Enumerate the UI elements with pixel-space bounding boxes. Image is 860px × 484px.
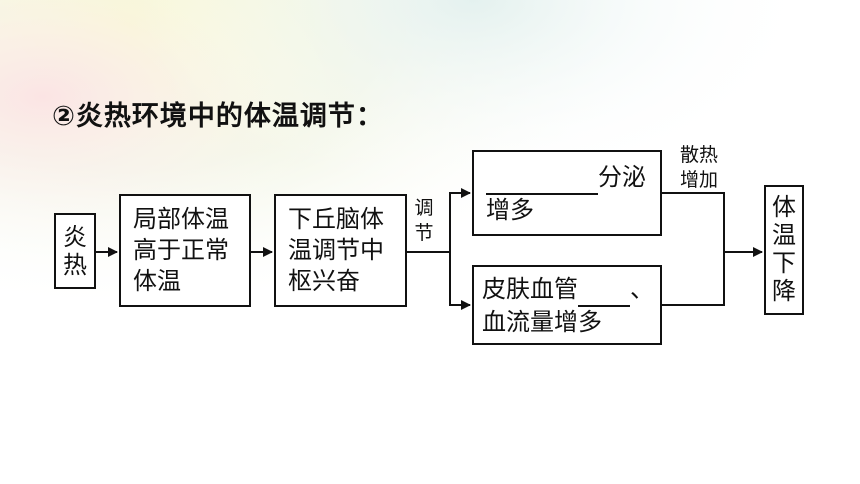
result-char-4: 降: [772, 277, 796, 305]
skin-vessel-text: 皮肤血管: [482, 275, 578, 303]
hypothalamus-line-3: 枢兴奋: [288, 267, 360, 295]
stimulus-char-1: 炎: [63, 223, 87, 251]
local-temperature-box: 局部体温 高于正常 体温: [119, 194, 251, 307]
stimulus-box: 炎 热: [54, 213, 96, 289]
heat-loss-line-2: 增加: [679, 169, 718, 191]
page-title: ②炎热环境中的体温调节：: [52, 101, 384, 132]
arrow-to-sweat: [449, 188, 471, 252]
arrow-to-skin: [449, 252, 471, 310]
result-box: 体 温 下 降: [764, 185, 804, 315]
result-char-2: 温: [772, 221, 796, 249]
skin-comma: 、: [630, 275, 654, 303]
local-temp-line-2: 高于正常: [133, 236, 229, 264]
skin-vessel-box: 皮肤血管 、 血流量增多: [472, 265, 662, 345]
regulate-char-2: 节: [414, 222, 434, 244]
hypothalamus-box: 下丘脑体 温调节中 枢兴奋: [274, 194, 407, 307]
local-temp-line-1: 局部体温: [133, 205, 229, 233]
skin-line-2: 血流量增多: [482, 308, 602, 336]
heat-loss-label: 散热 增加: [672, 143, 726, 193]
stimulus-char-2: 热: [63, 251, 87, 279]
result-char-3: 下: [772, 249, 796, 277]
regulate-label: 调 节: [412, 196, 436, 246]
local-temp-line-3: 体温: [133, 267, 181, 295]
hypothalamus-line-2: 温调节中: [288, 236, 384, 264]
skin-answer-blank: [578, 274, 630, 307]
regulate-char-1: 调: [414, 197, 434, 219]
sweat-secretion-box: 分泌 增多: [472, 150, 662, 236]
hypothalamus-line-1: 下丘脑体: [288, 205, 384, 233]
sweat-line-2: 增多: [486, 196, 534, 224]
result-char-1: 体: [772, 193, 796, 221]
sweat-line-1: 分泌: [486, 162, 660, 195]
line-sweat-merge: [662, 192, 725, 252]
line-skin-merge: [662, 252, 725, 306]
heat-loss-line-1: 散热: [679, 144, 718, 166]
sweat-secretion-text: 分泌: [598, 163, 646, 191]
sweat-answer-blank: [486, 162, 598, 195]
skin-line-1: 皮肤血管 、: [482, 274, 660, 307]
